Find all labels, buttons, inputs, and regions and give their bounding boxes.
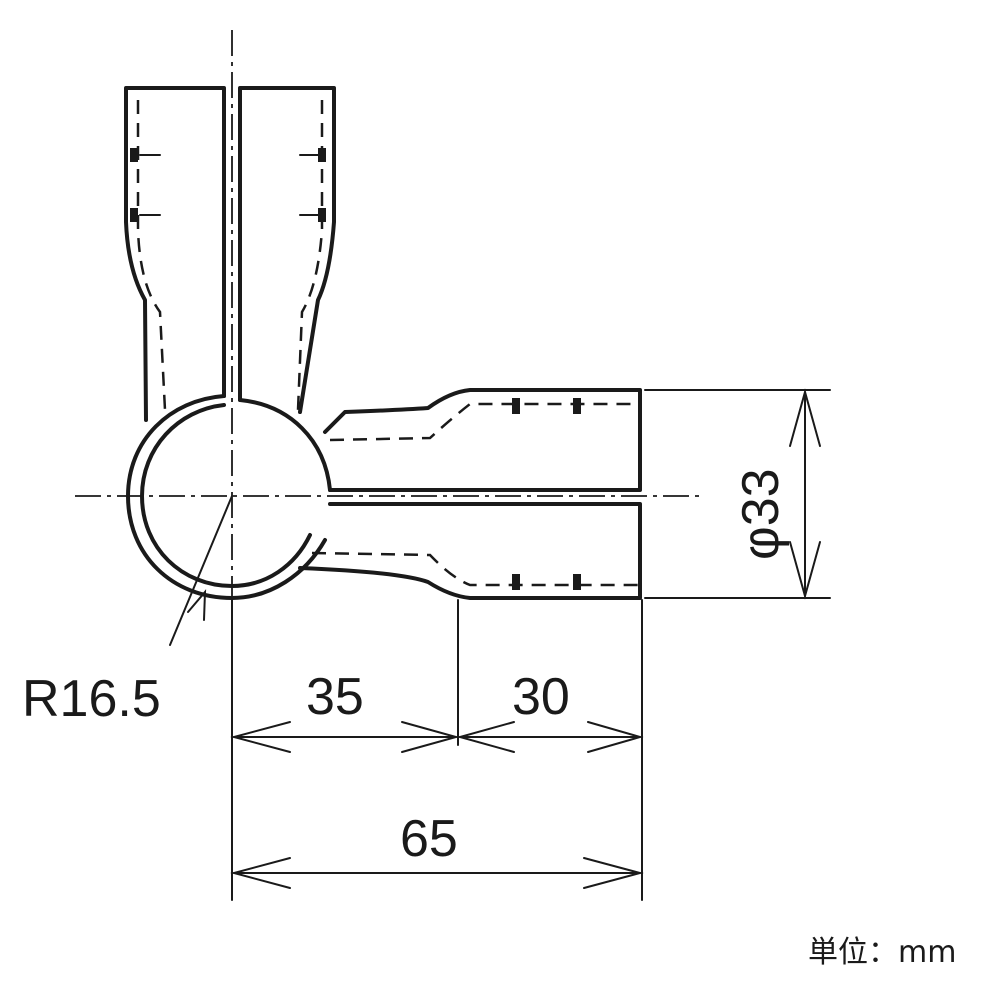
center-lines <box>75 30 700 600</box>
round-clamp <box>126 394 332 600</box>
arrow-right-30 <box>587 721 644 753</box>
vertical-arm-inner-dashes-left <box>136 100 167 411</box>
slot-mark <box>130 148 138 162</box>
slot-mark <box>318 208 326 222</box>
dimension-label-30: 30 <box>512 668 570 726</box>
arrow-right-35 <box>401 721 460 753</box>
clamp-inner-ring <box>140 403 312 588</box>
horizontal-arm-upper-half <box>323 388 642 492</box>
arrow-top-diameter <box>789 388 821 447</box>
unit-note: 単位：mm <box>808 935 956 970</box>
slot-mark <box>130 208 138 222</box>
dimension-35: 35 <box>230 668 460 753</box>
radius-label: R16.5 <box>22 670 161 728</box>
vertical-arm-inner-dashes-right <box>296 100 324 411</box>
dimension-diameter: φ33 <box>732 388 821 600</box>
slot-mark <box>318 148 326 162</box>
arrow-right-65 <box>583 857 644 889</box>
horizontal-arm <box>298 388 642 600</box>
dimension-label-diameter: φ33 <box>732 468 790 560</box>
arrow-bottom-diameter <box>789 541 821 600</box>
dimension-label-35: 35 <box>306 668 364 726</box>
horizontal-arm-inner-dashes-bottom <box>311 551 640 587</box>
radius-arrow-head <box>187 589 207 621</box>
slot-mark <box>573 398 581 414</box>
arrow-left-30 <box>456 721 515 753</box>
arrow-left-65 <box>230 857 291 889</box>
slot-mark <box>512 398 520 414</box>
dimension-label-65: 65 <box>400 810 458 868</box>
slot-mark <box>512 574 520 590</box>
vertical-arm <box>124 86 336 422</box>
horizontal-arm-inner-dashes-top <box>329 402 640 442</box>
extension-lines <box>231 389 831 901</box>
slot-mark <box>573 574 581 590</box>
clamp-upper-right <box>238 398 332 492</box>
dimension-30: 30 <box>456 668 644 753</box>
clamp-outer-ring <box>126 394 327 600</box>
vertical-arm-right-half <box>238 86 336 414</box>
radius-leader-line <box>169 495 233 646</box>
arrow-left-35 <box>230 721 291 753</box>
horizontal-arm-lower-half <box>298 502 642 600</box>
radius-dimension: R16.5 <box>22 495 233 728</box>
vertical-arm-left-half <box>124 86 226 422</box>
dimension-65: 65 <box>230 810 644 889</box>
